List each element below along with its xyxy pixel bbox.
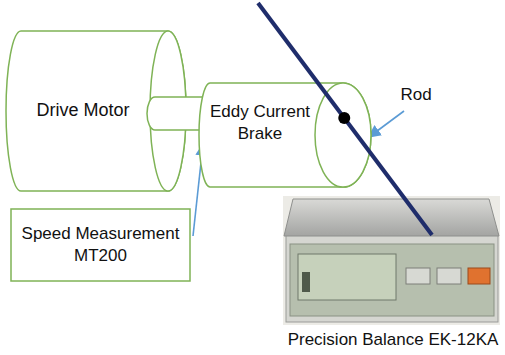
node-text-area: Drive Motor (19, 30, 147, 192)
balance-photo (283, 196, 500, 325)
process-box: Speed Measurement MT200 (10, 208, 191, 282)
cylinder-face (315, 83, 371, 187)
cylinder-part: Drive Motor (5, 30, 187, 192)
balance-button (406, 268, 430, 284)
cylinder-body (199, 83, 371, 187)
balance-display (298, 254, 396, 300)
node-label: Eddy Current Brake (206, 101, 314, 145)
leader-arrow (369, 111, 404, 137)
photo-ground (283, 196, 500, 325)
node-text-area: Speed Measurement MT200 (17, 208, 184, 282)
box-outline (11, 209, 190, 281)
node-outline (198, 82, 372, 188)
node-text-area: Eddy Current Brake (206, 82, 314, 188)
cylinder-part: Eddy Current Brake (198, 82, 372, 188)
balance-body (286, 234, 498, 322)
display-segment (302, 272, 310, 292)
balance-button (468, 268, 490, 284)
node-label: Speed Measurement MT200 (17, 223, 184, 267)
pivot-dot (338, 112, 350, 124)
balance-panel (290, 244, 494, 316)
node-label: Drive Motor (36, 99, 129, 122)
part-name: Rod (400, 85, 431, 105)
balance-plate (284, 199, 499, 236)
balance-button (437, 268, 461, 284)
node-outline (10, 208, 191, 282)
photo-caption: Precision Balance EK-12KA (288, 330, 499, 350)
